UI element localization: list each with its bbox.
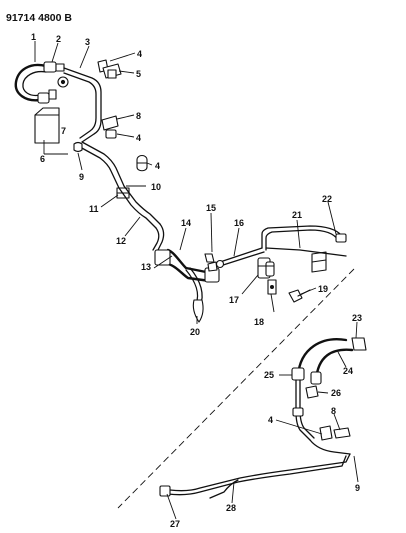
callout-23: 23 bbox=[352, 313, 362, 323]
callout-labels: 1 2 3 4 5 6 7 8 4 4 9 10 11 12 13 14 15 … bbox=[31, 32, 362, 529]
callout-8b: 8 bbox=[331, 406, 336, 416]
callout-27: 27 bbox=[170, 519, 180, 529]
callout-2: 2 bbox=[56, 34, 61, 44]
callout-11: 11 bbox=[89, 204, 99, 214]
callout-25: 25 bbox=[264, 370, 274, 380]
callout-4c: 4 bbox=[155, 161, 160, 171]
callout-4b: 4 bbox=[136, 133, 141, 143]
callout-18: 18 bbox=[254, 317, 264, 327]
callout-1: 1 bbox=[31, 32, 36, 42]
callout-24: 24 bbox=[343, 366, 353, 376]
callout-26: 26 bbox=[331, 388, 341, 398]
callout-5: 5 bbox=[136, 69, 141, 79]
leader-lines bbox=[34, 41, 359, 520]
callout-3: 3 bbox=[85, 37, 90, 47]
callout-15: 15 bbox=[206, 203, 216, 213]
callout-4d: 4 bbox=[268, 415, 273, 425]
drawing-code: 91714 4800 B bbox=[6, 12, 72, 24]
callout-9b: 9 bbox=[355, 483, 360, 493]
callout-7: 7 bbox=[61, 126, 66, 136]
callout-14: 14 bbox=[181, 218, 191, 228]
callout-10: 10 bbox=[151, 182, 161, 192]
callout-22: 22 bbox=[322, 194, 332, 204]
callout-19: 19 bbox=[318, 284, 328, 294]
callout-4: 4 bbox=[137, 49, 142, 59]
callout-17: 17 bbox=[229, 295, 239, 305]
callout-9: 9 bbox=[79, 172, 84, 182]
callout-20: 20 bbox=[190, 327, 200, 337]
callout-8: 8 bbox=[136, 111, 141, 121]
upper-brake-tube-assembly bbox=[14, 59, 347, 323]
callout-12: 12 bbox=[116, 236, 126, 246]
callout-13: 13 bbox=[141, 262, 151, 272]
callout-16: 16 bbox=[234, 218, 244, 228]
callout-6: 6 bbox=[40, 154, 45, 164]
callout-28: 28 bbox=[226, 503, 236, 513]
lower-brake-tube-assembly bbox=[117, 268, 367, 509]
callout-21: 21 bbox=[292, 210, 302, 220]
